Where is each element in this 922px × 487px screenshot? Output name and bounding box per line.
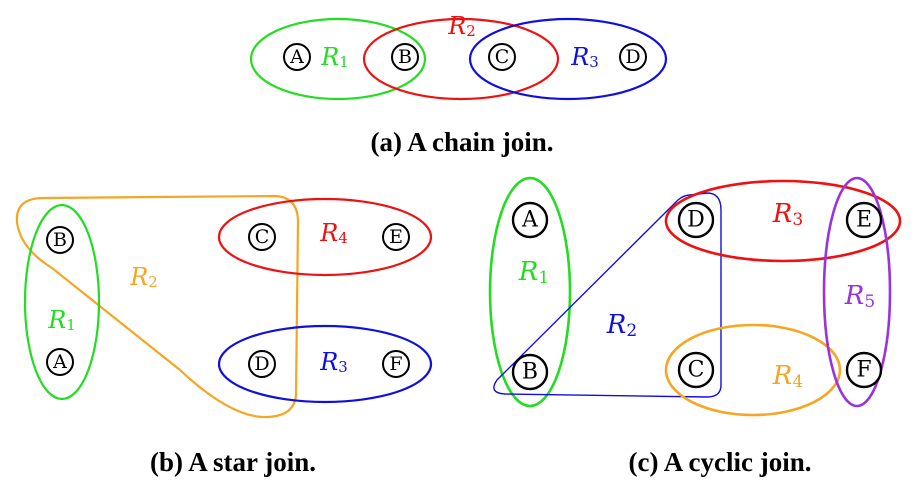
cyclic-node-c: C xyxy=(677,351,715,389)
star-r2-label: R2 xyxy=(129,263,158,291)
star-node-c: C xyxy=(248,223,276,251)
chain-node-b: B xyxy=(391,43,419,71)
cyclic-r2-hyperedge xyxy=(493,192,722,398)
chain-r2-hyperedge xyxy=(362,17,560,101)
star-r4-hyperedge xyxy=(217,197,433,277)
cyclic-node-f: F xyxy=(845,351,883,389)
star-r3-hyperedge xyxy=(217,324,433,404)
svg-text:C: C xyxy=(255,226,270,248)
cyclic-r1-hyperedge xyxy=(488,176,572,408)
chain-r1-hyperedge xyxy=(249,17,427,101)
chain-r3-label: R3 xyxy=(570,43,599,71)
svg-text:B: B xyxy=(398,46,412,68)
cyclic-node-b: B xyxy=(511,353,549,391)
chain-node-c: C xyxy=(488,43,516,71)
star-r4-label: R4 xyxy=(319,219,348,247)
cyclic-r3-label: R3 xyxy=(772,199,803,230)
svg-text:C: C xyxy=(688,358,705,383)
svg-text:D: D xyxy=(625,46,640,68)
star-r2-hyperedge xyxy=(15,194,300,419)
svg-text:E: E xyxy=(856,208,872,233)
cyclic-node-d: D xyxy=(677,201,715,239)
star-node-b: B xyxy=(46,226,74,254)
cyclic-join-caption: (c) A cyclic join. xyxy=(629,447,812,477)
svg-text:F: F xyxy=(389,353,402,375)
svg-text:C: C xyxy=(495,46,510,68)
cyclic-r5-label: R5 xyxy=(844,281,875,312)
chain-r1-label: R1 xyxy=(320,43,349,71)
star-r1-hyperedge xyxy=(23,203,101,401)
chain-r2-label: R2 xyxy=(447,12,476,40)
chain-join-caption: (a) A chain join. xyxy=(370,127,553,157)
cyclic-r4-hyperedge xyxy=(664,323,842,417)
chain-node-d: D xyxy=(619,43,647,71)
cyclic-join-diagram: A B D E C F R1 R2 R3 R4 R5 (c) A cyclic … xyxy=(488,176,902,477)
cyclic-r2-label: R2 xyxy=(606,310,637,341)
star-join-diagram: B A C E D F R1 R2 R4 R3 (b) A star join. xyxy=(15,194,433,477)
cyclic-r3-hyperedge xyxy=(664,179,902,263)
svg-text:D: D xyxy=(687,208,705,233)
star-node-d: D xyxy=(248,350,276,378)
svg-text:B: B xyxy=(53,229,67,251)
svg-text:F: F xyxy=(856,358,871,383)
svg-text:B: B xyxy=(522,360,538,385)
star-node-f: F xyxy=(382,350,410,378)
cyclic-r1-label: R1 xyxy=(518,257,549,288)
cyclic-r5-hyperedge xyxy=(822,176,892,408)
svg-text:D: D xyxy=(254,353,269,375)
svg-text:A: A xyxy=(289,46,304,68)
star-r1-label: R1 xyxy=(47,306,76,334)
star-join-caption: (b) A star join. xyxy=(150,447,316,477)
chain-join-diagram: A B C D R1 R2 R3 (a) A chain join. xyxy=(249,12,668,157)
star-node-e: E xyxy=(382,223,410,251)
chain-node-a: A xyxy=(283,43,311,71)
svg-text:A: A xyxy=(52,351,67,373)
star-r3-label: R3 xyxy=(319,348,348,376)
cyclic-node-e: E xyxy=(845,201,883,239)
star-node-a: A xyxy=(46,348,74,376)
svg-text:E: E xyxy=(389,226,403,248)
cyclic-r4-label: R4 xyxy=(772,361,803,392)
cyclic-node-a: A xyxy=(511,201,549,239)
svg-text:A: A xyxy=(521,208,539,233)
chain-r3-hyperedge xyxy=(468,17,668,101)
